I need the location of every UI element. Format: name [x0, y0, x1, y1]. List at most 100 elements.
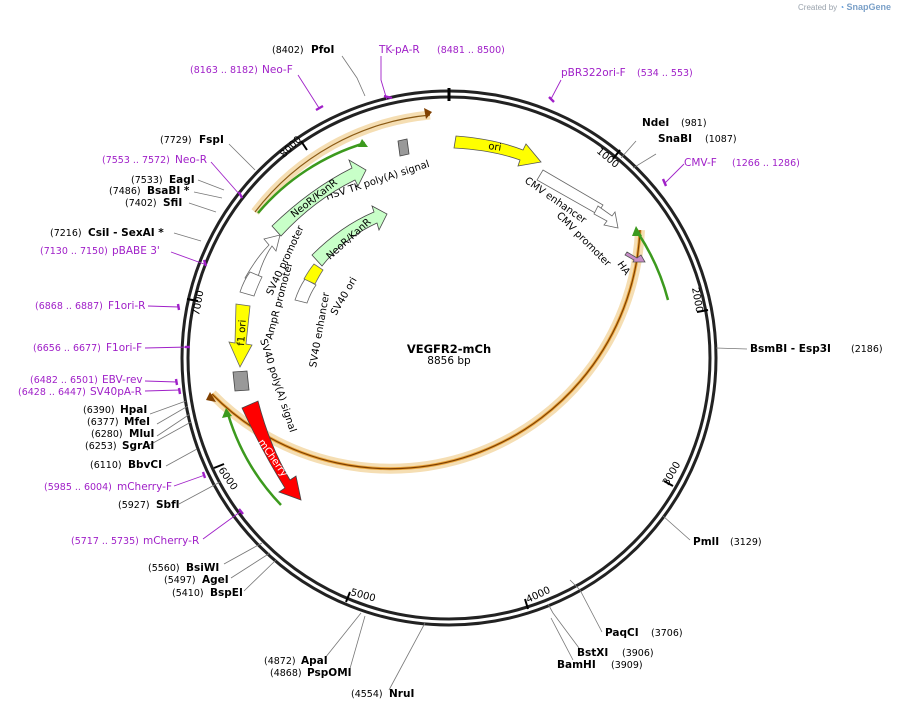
site-csii-pos: (7216)	[50, 228, 82, 239]
primer-pbabe-3-name: pBABE 3'	[112, 245, 160, 257]
site-apai-pos: (4872)	[264, 656, 296, 667]
brand-name: SnapGene	[846, 2, 891, 12]
primer-neo-f-name: Neo-F	[262, 64, 293, 76]
primer-tk-pa-r-range: (8481 .. 8500)	[437, 45, 505, 56]
site-mfei-pos: (6377)	[87, 417, 119, 428]
site-sgrai-name: SgrAI	[122, 440, 154, 452]
primers: TK-pA-R (8481 .. 8500) (8163 .. 8182) Ne…	[18, 44, 800, 547]
site-sfii-pos: (7402)	[125, 198, 157, 209]
primer-pbr322ori-f-name: pBR322ori-F	[561, 67, 626, 79]
site-nrui-name: NruI	[389, 688, 414, 700]
site-paqci-name: PaqCI	[605, 627, 639, 639]
green-orfs	[222, 139, 670, 506]
site-pspomi-pos: (4868)	[270, 668, 302, 679]
feature-neor-kanr-outer	[271, 159, 367, 237]
site-snabi-name: SnaBI	[658, 133, 692, 145]
primer-mcherry-r-range: (5717 .. 5735)	[71, 536, 139, 547]
feature-f1-ori	[228, 303, 253, 368]
site-sbfi-name: SbfI	[156, 499, 180, 511]
site-bspei-pos: (5410)	[172, 588, 204, 599]
site-sbfi-pos: (5927)	[118, 500, 150, 511]
feature-ha	[624, 251, 646, 263]
site-mfei-name: MfeI	[124, 416, 150, 428]
feature-f1-ori-label: f1 ori	[236, 319, 249, 346]
site-bsabi-name: BsaBI *	[147, 185, 190, 197]
primer-f1ori-f-name: F1ori-F	[106, 342, 142, 354]
site-agei-name: AgeI	[202, 574, 229, 586]
tick-2000: 2000	[689, 287, 704, 314]
site-bamhi-pos: (3909)	[611, 660, 643, 671]
primer-tk-pa-r-name: TK-pA-R	[378, 44, 420, 56]
site-snabi-pos: (1087)	[705, 134, 737, 145]
feature-sv40-enhancer-label: SV40 enhancer	[308, 291, 332, 369]
primer-pbr322ori-f-range: (534 .. 553)	[637, 68, 693, 79]
site-mlui-pos: (6280)	[91, 429, 123, 440]
site-pfoi-name: PfoI	[311, 44, 334, 56]
site-ndei-name: NdeI	[642, 117, 669, 129]
primer-mcherry-f-name: mCherry-F	[117, 481, 172, 493]
snapgene-credit: Created by ◔ SnapGene	[798, 2, 891, 12]
site-agei-pos: (5497)	[164, 575, 196, 586]
site-apai-name: ApaI	[301, 655, 328, 667]
feature-sv40-ori-label: SV40 ori	[329, 276, 360, 318]
primer-neo-f-range: (8163 .. 8182)	[190, 65, 258, 76]
site-pmli-name: PmlI	[693, 536, 719, 548]
credit-text: Created by	[798, 3, 838, 12]
plasmid-name: VEGFR2-mCh	[407, 342, 491, 356]
site-eagi-pos: (7533)	[131, 175, 163, 186]
primer-sv40pa-r-name: SV40pA-R	[90, 386, 142, 398]
site-bstxi-pos: (3906)	[622, 648, 654, 659]
site-bsmbi-name: BsmBI - Esp3I	[750, 343, 831, 355]
primer-neo-r-name: Neo-R	[175, 154, 207, 166]
site-bbvci-name: BbvCI	[128, 459, 162, 471]
primer-cmv-f-range: (1266 .. 1286)	[732, 158, 800, 169]
primer-ebv-rev-name: EBV-rev	[102, 374, 143, 386]
orf-tracks	[206, 108, 645, 474]
tick-3000: 3000	[661, 460, 683, 488]
feature-cmv-promoter	[593, 205, 619, 229]
primer-f1ori-f-range: (6656 .. 6677)	[33, 343, 101, 354]
site-hpai-name: HpaI	[120, 404, 147, 416]
feature-ori	[453, 135, 542, 167]
tick-7000: 7000	[191, 290, 206, 317]
primer-mcherry-r-name: mCherry-R	[143, 535, 199, 547]
feature-ampr-promoter	[239, 271, 263, 297]
primer-pbabe-3-range: (7130 .. 7150)	[40, 246, 108, 257]
restriction-sites: (8402) PfoI NdeI (981) SnaBI (1087) (772…	[50, 44, 883, 700]
site-sgrai-pos: (6253)	[85, 441, 117, 452]
snapgene-logo-icon: ◔	[839, 3, 845, 12]
site-pspomi-name: PspOMI	[307, 667, 352, 679]
site-bamhi-name: BamHI	[557, 659, 596, 671]
feature-sv40-ori	[303, 263, 324, 285]
primer-leaders	[144, 56, 685, 540]
site-hpai-pos: (6390)	[83, 405, 115, 416]
site-bsabi-pos: (7486)	[109, 186, 141, 197]
feature-ori-label: ori	[488, 141, 502, 154]
primer-f1ori-r-range: (6868 .. 6887)	[35, 301, 103, 312]
site-eagi-name: EagI	[169, 174, 195, 186]
ticks	[186, 140, 709, 610]
site-pfoi-pos: (8402)	[272, 45, 304, 56]
feature-sv40-promoter	[244, 234, 281, 285]
feature-neor-kanr-inner	[311, 205, 388, 267]
primer-f1ori-r-name: F1ori-R	[108, 300, 145, 312]
site-bstxi-name: BstXI	[577, 647, 608, 659]
site-bsiwi-pos: (5560)	[148, 563, 180, 574]
primer-mcherry-f-range: (5985 .. 6004)	[44, 482, 112, 493]
site-bspei-name: BspEI	[210, 587, 243, 599]
site-csii-name: CsiI - SexAI *	[88, 227, 164, 239]
feature-sv40-polya	[232, 370, 250, 392]
primer-sv40pa-r-range: (6428 .. 6447)	[18, 387, 86, 398]
site-leaders	[143, 55, 748, 691]
site-nrui-pos: (4554)	[351, 689, 383, 700]
tick-8000: 8000	[278, 134, 304, 160]
feature-mcherry	[241, 400, 302, 501]
primer-cmv-f-name: CMV-F	[684, 157, 717, 169]
site-fspi-pos: (7729)	[160, 135, 192, 146]
feature-hsv-tk-polya	[397, 138, 410, 157]
site-paqci-pos: (3706)	[651, 628, 683, 639]
site-mlui-name: MluI	[129, 428, 154, 440]
site-bbvci-pos: (6110)	[90, 460, 122, 471]
site-bsmbi-pos: (2186)	[851, 344, 883, 355]
